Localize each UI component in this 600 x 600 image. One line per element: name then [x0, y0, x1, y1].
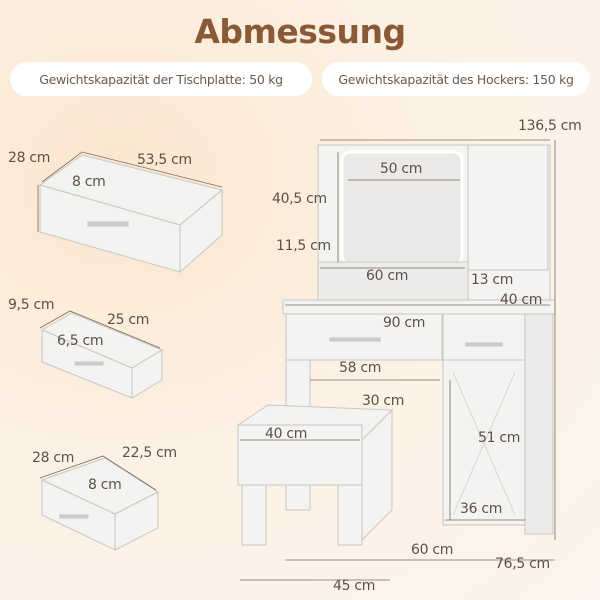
small-drawer-width: 25 cm [107, 312, 150, 328]
shelf-height: 11,5 cm [276, 238, 331, 254]
table-width: 90 cm [383, 315, 426, 331]
small-drawer-height: 6,5 cm [57, 333, 104, 349]
table-height: 60 cm [411, 542, 454, 558]
large-drawer-height: 8 cm [72, 174, 106, 190]
page-title: Abmessung [194, 12, 406, 51]
tabletop-capacity-badge: Gewichtskapazität der Tischplatte: 50 kg [10, 62, 312, 96]
shelf-width: 60 cm [366, 268, 409, 284]
side-shelf-height: 13 cm [471, 272, 514, 288]
knee-width: 58 cm [339, 360, 382, 376]
side-drawer-width: 22,5 cm [122, 445, 177, 461]
side-drawer-height: 8 cm [88, 477, 122, 493]
stool-depth: 30 cm [362, 393, 405, 409]
vanity-depth: 40 cm [500, 292, 543, 308]
side-drawer-depth: 28 cm [32, 450, 75, 466]
large-drawer-depth: 28 cm [8, 150, 51, 166]
vanity-total-height: 136,5 cm [518, 118, 582, 134]
table-total-width: 76,5 cm [495, 556, 550, 572]
small-drawer-depth: 9,5 cm [8, 297, 55, 313]
stool-width: 40 cm [265, 426, 308, 442]
cabinet-height: 51 cm [478, 430, 521, 446]
stool-capacity-badge: Gewichtskapazität des Hockers: 150 kg [322, 62, 590, 96]
stool-height: 45 cm [333, 578, 376, 594]
side-drawer-image [40, 457, 160, 551]
cabinet-width: 36 cm [460, 501, 503, 517]
mirror-width: 50 cm [380, 161, 423, 177]
mirror-height: 40,5 cm [272, 191, 327, 207]
large-drawer-image [38, 154, 224, 274]
large-drawer-width: 53,5 cm [137, 152, 192, 168]
small-drawer-image [40, 312, 164, 399]
stool-image [236, 404, 394, 546]
